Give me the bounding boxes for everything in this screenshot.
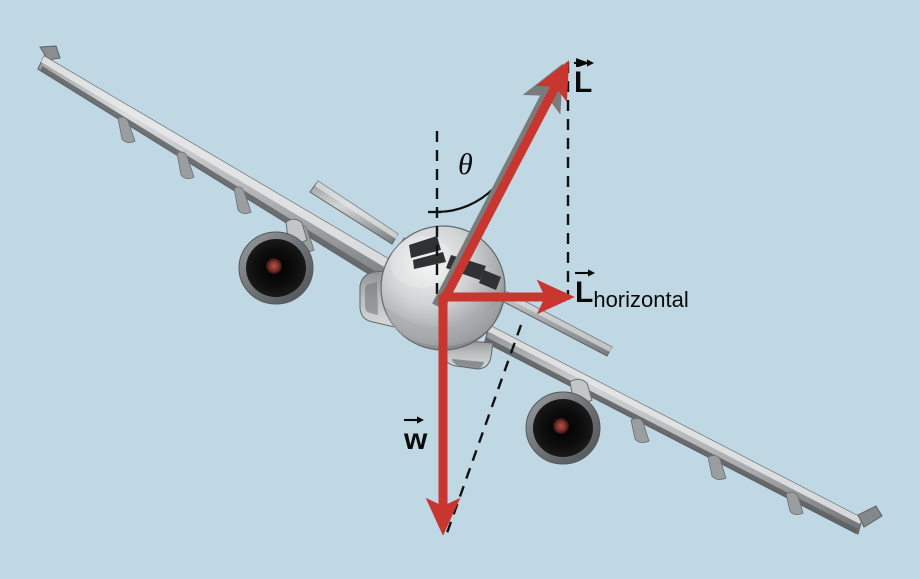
left-wing <box>37 45 405 305</box>
bank-angle-arc <box>436 187 495 214</box>
lift-horizontal-vector-label: L horizontal <box>575 269 689 311</box>
flap-track-fairings-right <box>630 418 804 515</box>
vector-arrow-icon <box>574 58 594 67</box>
weight-symbol-text: w <box>404 423 428 456</box>
lift-horizontal-subscript: horizontal <box>593 287 689 312</box>
right-engine <box>525 391 601 465</box>
lift-vector <box>439 60 570 305</box>
vector-arrow-icon <box>575 269 595 277</box>
force-vectors <box>425 60 575 536</box>
weight-symbol: w <box>404 416 428 456</box>
aircraft-illustration <box>37 45 883 535</box>
lift-horizontal-symbol: L <box>575 269 595 309</box>
lift-symbol-text: L <box>574 66 593 99</box>
lift-horizontal-symbol-text: L <box>575 276 594 309</box>
lift-symbol: L <box>574 58 594 99</box>
lift-vector-label: L <box>574 58 594 99</box>
weight-vector-label: w <box>404 416 428 456</box>
left-engine <box>238 231 314 305</box>
vector-arrow-icon <box>404 416 424 424</box>
bank-angle-label: θ <box>458 148 473 181</box>
right-wing <box>484 324 883 535</box>
